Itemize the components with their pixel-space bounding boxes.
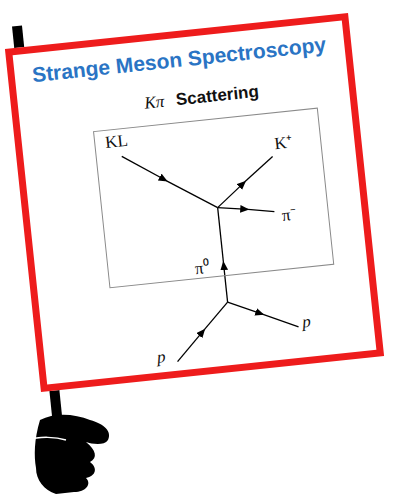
hand-highlight: [28, 437, 66, 440]
particle-label: KL: [104, 131, 129, 153]
flag: Strange Meson SpectroscopyKL K⁺ π⁻ π⁰ Kπ Scat…: [5, 13, 384, 392]
particle-label: K⁺: [273, 129, 294, 154]
hand-silhouette: [35, 415, 109, 494]
particle-label: π⁻: [281, 201, 298, 225]
diagram-frame: KL K⁺ π⁻ π⁰: [93, 108, 334, 289]
process-label: Kπ: [143, 92, 165, 114]
proton-label: p: [156, 347, 167, 368]
process-label: Scattering: [175, 82, 260, 111]
flag-title: Strange Meson Spectroscopy: [31, 32, 327, 87]
particle-label: π⁰: [194, 255, 211, 279]
proton-label: p: [301, 312, 312, 333]
